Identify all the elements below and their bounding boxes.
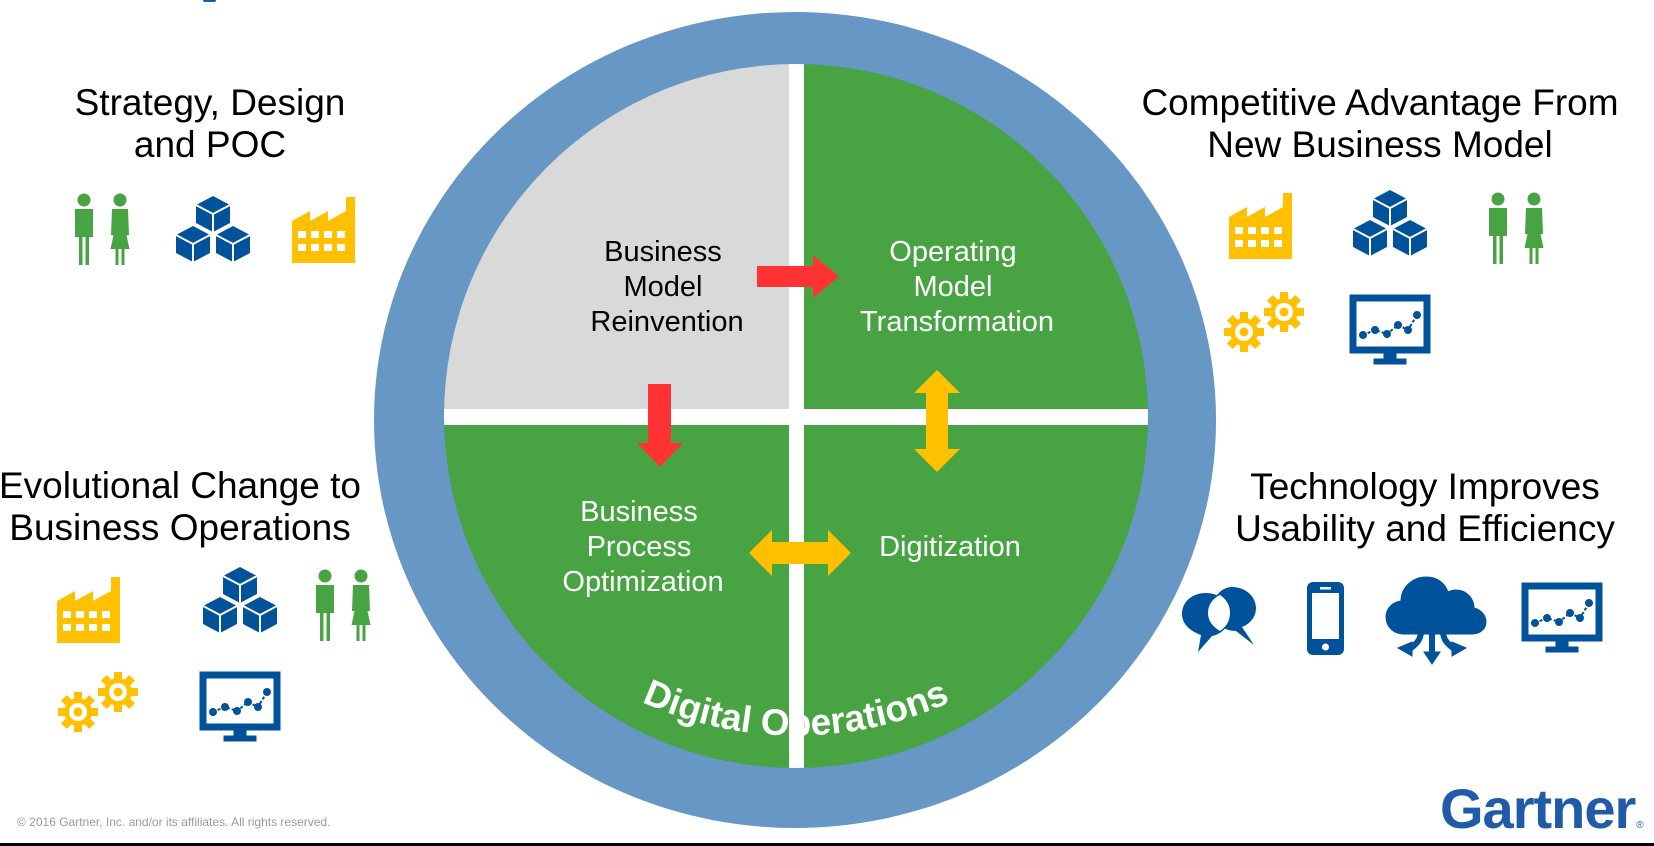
factory-icon bbox=[57, 577, 120, 643]
quadrant-label-digitization: Digitization bbox=[879, 531, 1021, 563]
quadrant-label-business-process-optimization: Business Process Optimization bbox=[562, 496, 723, 598]
bottom-rule bbox=[0, 843, 1654, 846]
speech-bubbles-icon bbox=[1182, 587, 1256, 652]
copyright-notice: © 2016 Gartner, Inc. and/or its affiliat… bbox=[17, 815, 331, 829]
factory-icon bbox=[1229, 193, 1292, 259]
cubes-icon bbox=[175, 195, 251, 263]
arrow-leftright-yellow bbox=[749, 530, 851, 576]
heading-line: Usability and Efficiency bbox=[1235, 508, 1615, 549]
heading-strategy-design-poc: Strategy, Design and POC bbox=[30, 82, 390, 166]
heading-evolutional-change: Evolutional Change to Business Operation… bbox=[0, 465, 380, 549]
heading-line: and POC bbox=[133, 124, 287, 165]
people-icon bbox=[316, 569, 371, 641]
monitor-chart-icon bbox=[199, 671, 281, 742]
factory-icon bbox=[292, 197, 355, 263]
cubes-icon bbox=[1352, 189, 1428, 257]
people-icon bbox=[75, 193, 130, 265]
monitor-chart-icon bbox=[1349, 294, 1431, 365]
smartphone-icon bbox=[1307, 582, 1344, 655]
logo-text: Gartner bbox=[1440, 777, 1636, 840]
heading-line: Technology Improves bbox=[1250, 466, 1600, 507]
quadrant-label-operating-model-transformation: Operating Model Transformation bbox=[860, 236, 1054, 338]
heading-line: Business Operations bbox=[9, 507, 351, 548]
horizontal-divider bbox=[444, 409, 1148, 425]
heading-line: Competitive Advantage From bbox=[1141, 82, 1619, 123]
arrow-down-red bbox=[637, 384, 683, 467]
heading-line: Evolutional Change to bbox=[0, 465, 362, 506]
title-fragment bbox=[203, 0, 216, 2]
heading-technology-improves: Technology Improves Usability and Effici… bbox=[1205, 466, 1645, 550]
cubes-icon bbox=[202, 566, 278, 634]
arrow-right-red bbox=[757, 255, 839, 298]
heading-line: Strategy, Design bbox=[74, 82, 346, 123]
people-icon bbox=[1489, 192, 1544, 264]
quadrant-label-business-model-reinvention: Business Model Reinvention bbox=[590, 236, 743, 338]
heading-competitive-advantage: Competitive Advantage From New Business … bbox=[1110, 82, 1650, 166]
registered-mark: ® bbox=[1636, 820, 1644, 831]
gartner-logo: Gartner® bbox=[1440, 776, 1644, 841]
monitor-chart-icon bbox=[1521, 582, 1603, 653]
arrow-updown-yellow bbox=[914, 370, 960, 472]
gears-icon bbox=[58, 672, 138, 732]
heading-line: New Business Model bbox=[1207, 124, 1553, 165]
gears-icon bbox=[1224, 292, 1304, 352]
cloud-icon bbox=[1386, 577, 1486, 664]
